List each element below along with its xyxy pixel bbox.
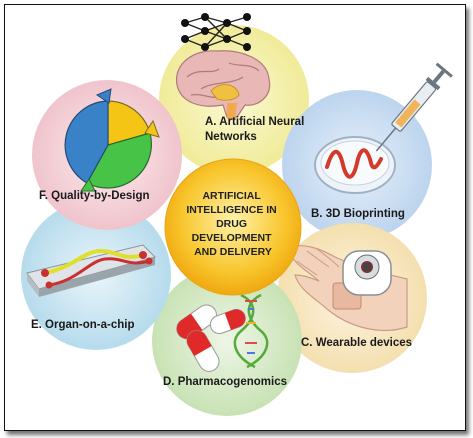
label-d: D. Pharmacogenomics — [163, 376, 287, 388]
center-line-4: DEVELOPMENT — [192, 232, 273, 244]
syringe-petri-dish-icon — [314, 62, 453, 194]
center-line-3: DRUG — [216, 218, 247, 230]
center-line-1: ARTIFICIAL — [202, 190, 261, 202]
label-e: E. Organ-on-a-chip — [31, 319, 135, 331]
label-b: B. 3D Bioprinting — [311, 208, 405, 220]
center-line-2: INTELLIGENCE IN — [186, 204, 276, 216]
figure-frame: ARTIFICIAL INTELLIGENCE IN DRUG DEVELOPM… — [4, 4, 466, 431]
center-line-5: AND DELIVERY — [194, 246, 272, 258]
label-c: C. Wearable devices — [301, 337, 412, 349]
label-a: A. Artificial Neural Networks — [205, 116, 307, 143]
capsules-dna-icon — [176, 293, 269, 372]
cycle-arrows-icon — [64, 88, 160, 192]
label-f: F. Quality-by-Design — [39, 190, 150, 202]
microfluidic-chip-icon — [26, 244, 156, 297]
petal-d — [152, 266, 302, 416]
center-circle — [164, 158, 302, 296]
hand-wearable-patch-icon — [286, 245, 408, 332]
ai-drug-delivery-diagram: ARTIFICIAL INTELLIGENCE IN DRUG DEVELOPM… — [21, 13, 453, 416]
neural-network-brain-icon — [175, 13, 271, 119]
center-text: ARTIFICIAL INTELLIGENCE IN DRUG DEVELOPM… — [186, 190, 279, 258]
